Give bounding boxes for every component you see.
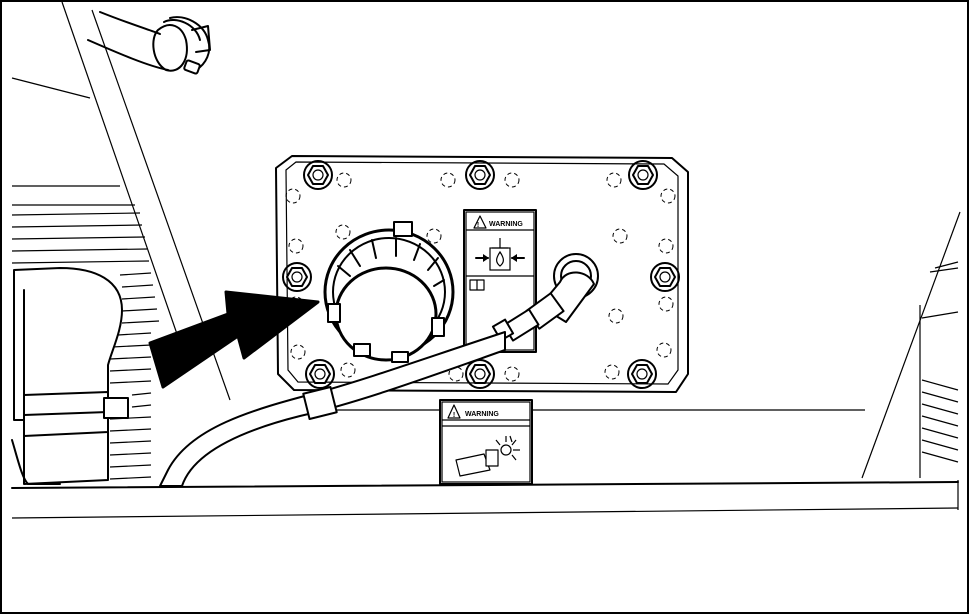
cap-ribs [337, 237, 445, 287]
left-hose [11, 267, 129, 485]
bolt-top-center [465, 160, 495, 190]
lower-warning-label: WARNING [465, 411, 499, 418]
bolt-top-left [303, 160, 333, 190]
bolt-mid-right [650, 262, 680, 292]
lower-hose [159, 331, 506, 487]
fill-cap [323, 221, 455, 363]
upper-hose [87, 11, 211, 75]
hex-bolts [282, 160, 680, 389]
warning-triangle-icon [473, 215, 487, 229]
svg-text:!: ! [453, 412, 455, 419]
radiator-fins-left [11, 212, 160, 480]
lower-warning-decal: ! WARNING [439, 399, 533, 485]
pointer-arrow-icon [148, 290, 320, 389]
hose-fitting [491, 253, 599, 342]
radiator-fins-right [921, 261, 959, 463]
upper-warning-label: WARNING [489, 221, 523, 228]
bolt-bottom-left [305, 359, 335, 389]
manual-book-icon [469, 279, 485, 291]
bolt-top-right [628, 160, 658, 190]
mounting-holes [285, 172, 676, 382]
frame-structure [11, 1, 961, 519]
svg-text:!: ! [477, 222, 479, 229]
spray-hazard-icon [455, 435, 520, 477]
bolt-mid-left [282, 262, 312, 292]
bolt-bottom-center [465, 359, 495, 389]
bolt-bottom-right [627, 359, 657, 389]
warning-triangle-icon [447, 404, 461, 419]
fluid-pressure-icon [475, 238, 525, 271]
